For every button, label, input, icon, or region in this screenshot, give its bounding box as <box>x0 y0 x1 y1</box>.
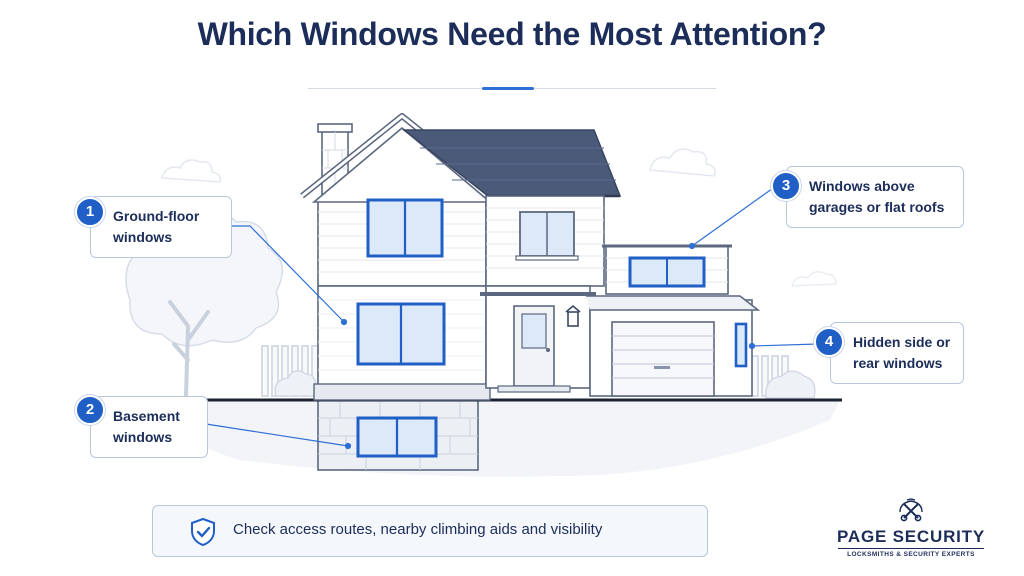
callout-label: Windows above garages or flat roofs <box>809 178 945 215</box>
brand-logo: PAGE SECURITY LOCKSMITHS & SECURITY EXPE… <box>832 498 990 558</box>
leader-3 <box>691 185 777 247</box>
callout-above-garage: Windows above garages or flat roofs <box>786 166 964 228</box>
bush-left <box>274 370 317 397</box>
callout-number-badge: 4 <box>814 327 844 357</box>
tip-banner: Check access routes, nearby climbing aid… <box>152 505 708 557</box>
callout-number-badge: 2 <box>75 395 105 425</box>
cloud-right <box>649 148 716 177</box>
leader-2 <box>205 423 349 447</box>
callout-basement: Basement windows <box>90 396 208 458</box>
shield-check-icon <box>191 517 215 547</box>
callout-label: Ground-floor windows <box>113 208 200 245</box>
callout-label: Basement windows <box>113 408 180 445</box>
side-window <box>734 322 748 368</box>
callout-number-badge: 1 <box>75 197 105 227</box>
ground <box>150 400 840 477</box>
callout-label: Hidden side or rear windows <box>853 334 951 371</box>
callout-ground-floor: Ground-floor windows <box>90 196 232 258</box>
garage-roof <box>586 295 761 311</box>
lantern-icon <box>565 304 581 327</box>
tip-text: Check access routes, nearby climbing aid… <box>233 521 603 538</box>
cloud-far-right <box>791 271 837 287</box>
cloud-left <box>161 159 222 183</box>
brand-tagline: LOCKSMITHS & SECURITY EXPERTS <box>847 551 975 558</box>
callout-number-badge: 3 <box>771 171 801 201</box>
title-divider-accent <box>482 87 534 90</box>
callout-hidden-side: Hidden side or rear windows <box>830 322 964 384</box>
bush-right <box>765 370 816 399</box>
leader-lines <box>205 185 819 450</box>
leader-4 <box>751 343 819 347</box>
leader-1 <box>230 225 345 323</box>
garage-door <box>611 321 715 397</box>
crossed-keys-crest-icon <box>899 498 923 522</box>
brand-name: PAGE SECURITY <box>837 527 985 546</box>
brand-divider <box>838 548 984 549</box>
page-title: Which Windows Need the Most Attention? <box>197 16 827 52</box>
